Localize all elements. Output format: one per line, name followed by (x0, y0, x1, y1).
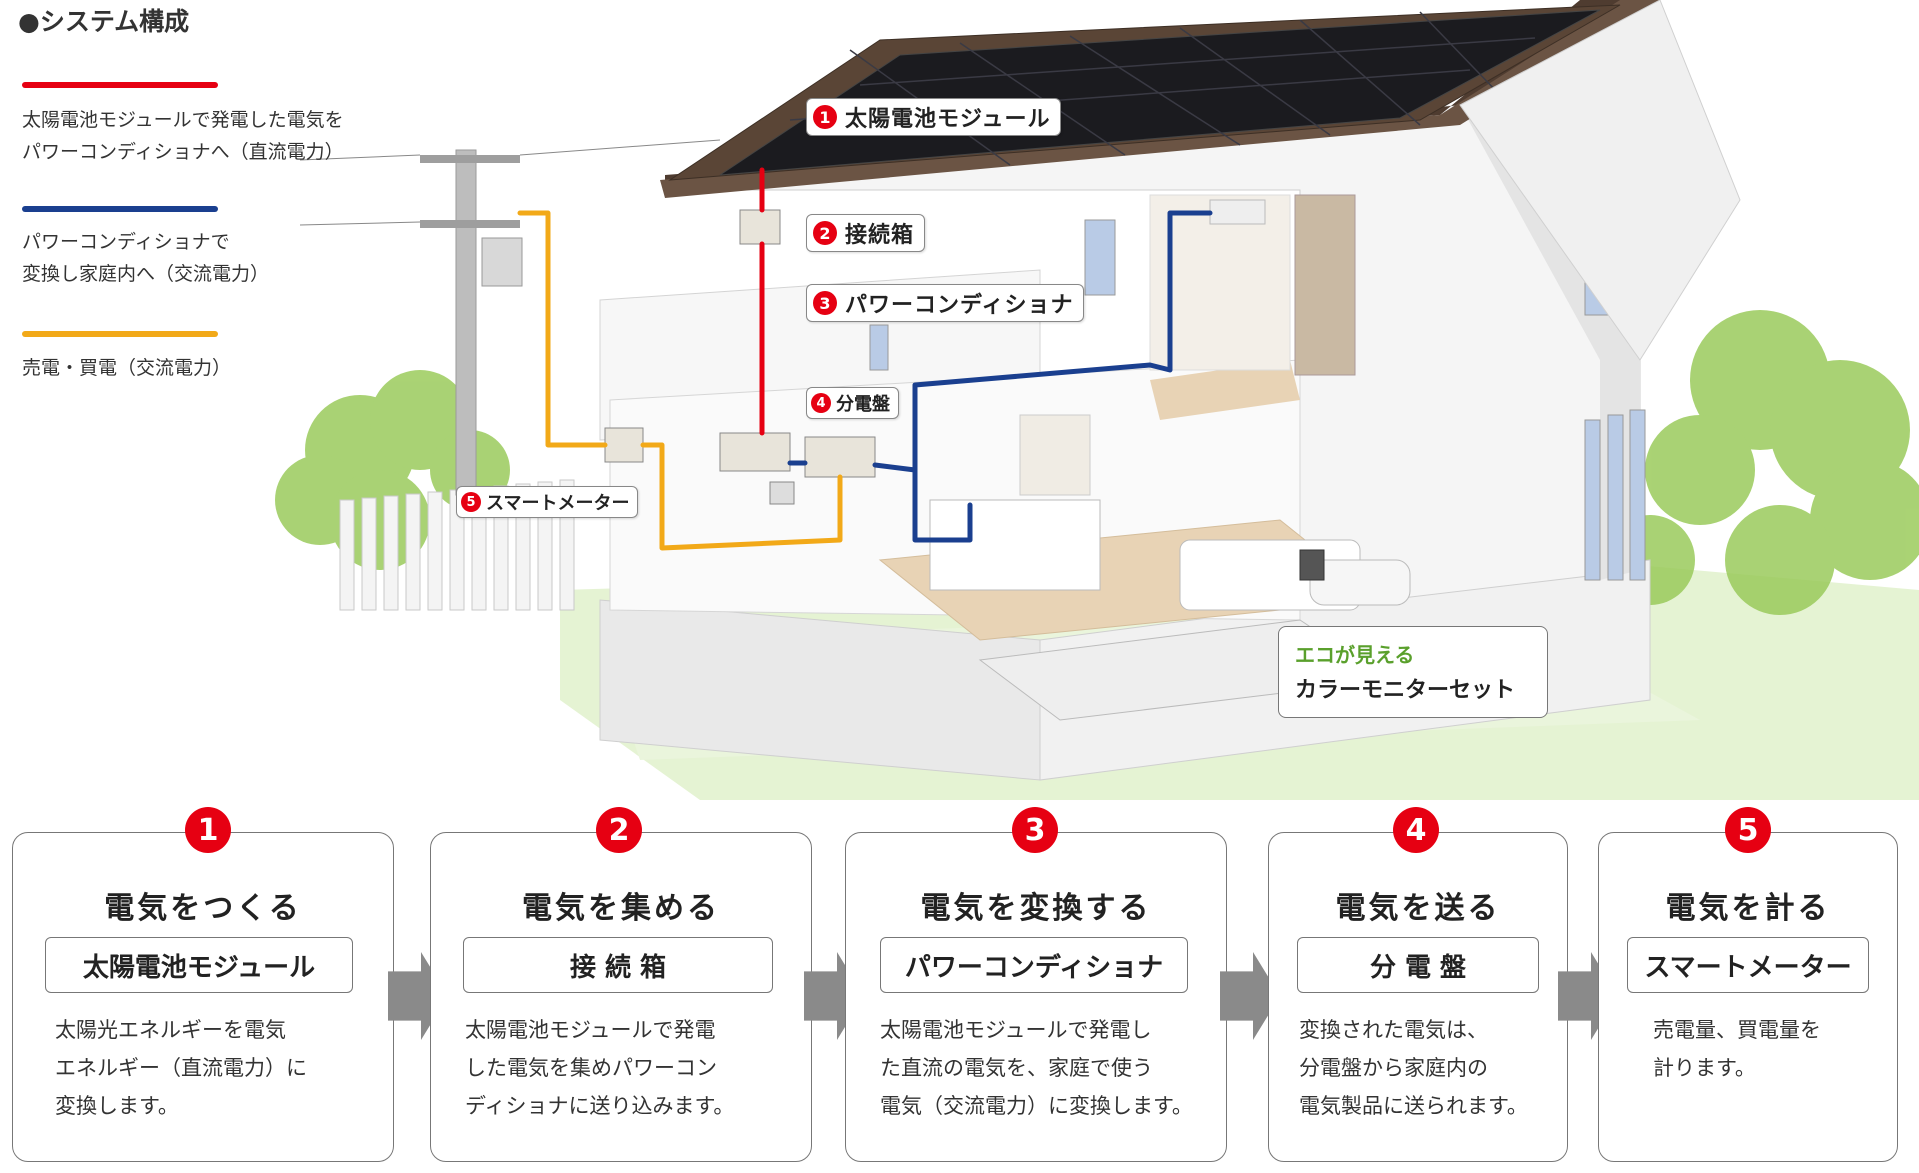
step-description-line: た直流の電気を、家庭で使う (880, 1056, 1153, 1080)
step-card-1: 電気をつくる 太陽電池モジュール 太陽光エネルギーを電気 エネルギー（直流電力）… (12, 832, 394, 1162)
callout-number-badge: 1 (813, 105, 837, 129)
step-number-badge-5: 5 (1725, 807, 1771, 853)
step-description-line: 電気（交流電力）に変換します。 (880, 1094, 1193, 1118)
callout-label: 分電盤 (836, 394, 890, 415)
legend-line-blue (22, 206, 218, 212)
color-monitor-shape (1299, 549, 1325, 581)
power-conditioner-shape (719, 432, 791, 472)
bushes-right (1605, 310, 1919, 615)
step-description-line: 売電量、買電量を (1653, 1018, 1821, 1042)
step-description: 売電量、買電量を 計ります。 (1653, 1011, 1821, 1087)
step-description: 変換された電気は、 分電盤から家庭内の 電気製品に送られます。 (1299, 1011, 1528, 1125)
step-component-box: パワーコンディショナ (880, 937, 1188, 993)
step-number-badge-3: 3 (1012, 807, 1058, 853)
step-description-line: エネルギー（直流電力）に (55, 1056, 307, 1080)
ac-wire-blue (787, 210, 1213, 543)
step-description-line: 電気製品に送られます。 (1299, 1094, 1528, 1118)
house-body (599, 104, 1651, 781)
step-number-badge-1: 1 (185, 807, 231, 853)
step-component-box: スマートメーター (1627, 937, 1869, 993)
legend-line-red (22, 82, 218, 88)
step-title: 電気をつくる (104, 891, 302, 926)
callout-number-badge: 2 (813, 221, 837, 245)
callout-color-monitor: エコが見える カラーモニターセット (1278, 626, 1548, 718)
callout-label: 太陽電池モジュール (845, 107, 1051, 132)
callout-label: パワーコンディショナ (845, 293, 1074, 318)
callout-smart-meter: 5 スマートメーター (456, 486, 639, 518)
callout-distribution-board: 4 分電盤 (806, 387, 899, 419)
junction-box-shape (739, 209, 781, 245)
step-number-badge-2: 2 (596, 807, 642, 853)
step-card-5: 電気を計る スマートメーター 売電量、買電量を 計ります。 (1598, 832, 1898, 1162)
step-description-line: した電気を集めパワーコン (465, 1056, 717, 1080)
legend-text-dc: 太陽電池モジュールで発電した電気を パワーコンディショナへ（直流電力） (22, 109, 344, 163)
step-title: 電気を変換する (920, 891, 1152, 926)
step-description-line: 太陽光エネルギーを電気 (55, 1018, 286, 1042)
utility-pole (299, 139, 721, 496)
distribution-board-shape (804, 436, 876, 478)
step-number-badge-4: 4 (1393, 807, 1439, 853)
legend-text-sale: 売電・買電（交流電力） (22, 357, 232, 379)
callout-junction-box: 2 接続箱 (806, 214, 926, 252)
step-description: 太陽電池モジュールで発電し た直流の電気を、家庭で使う 電気（交流電力）に変換し… (880, 1011, 1193, 1125)
callout-solar-module: 1 太陽電池モジュール (806, 98, 1062, 136)
step-title: 電気を集める (522, 891, 720, 926)
step-description-line: 変換します。 (55, 1094, 179, 1118)
step-component-box: 分 電 盤 (1297, 937, 1539, 993)
callout-number-badge: 5 (461, 492, 481, 512)
step-card-4: 電気を送る 分 電 盤 変換された電気は、 分電盤から家庭内の 電気製品に送られ… (1268, 832, 1568, 1162)
sale-wire-yellow (517, 210, 843, 551)
step-card-3: 電気を変換する パワーコンディショナ 太陽電池モジュールで発電し た直流の電気を… (845, 832, 1227, 1162)
step-description-line: 太陽電池モジュールで発電し (880, 1018, 1152, 1042)
step-component-box: 接 続 箱 (463, 937, 773, 993)
step-description-line: 太陽電池モジュールで発電 (465, 1018, 716, 1042)
step-description: 太陽電池モジュールで発電 した電気を集めパワーコン ディショナに送り込みます。 (465, 1011, 734, 1125)
step-description-line: 分電盤から家庭内の (1299, 1056, 1488, 1080)
legend-text-ac: パワーコンディショナで 変換し家庭内へ（交流電力） (22, 231, 270, 285)
step-title: 電気を送る (1335, 891, 1501, 926)
step-card-2: 電気を集める 接 続 箱 太陽電池モジュールで発電 した電気を集めパワーコン デ… (430, 832, 812, 1162)
callout-power-conditioner: 3 パワーコンディショナ (806, 284, 1085, 322)
wiring (517, 167, 1213, 551)
step-component-box: 太陽電池モジュール (45, 937, 353, 993)
step-description-line: 変換された電気は、 (1299, 1018, 1488, 1042)
equipment (604, 209, 1325, 581)
callout-label: 接続箱 (845, 223, 915, 248)
system-title: ●システム構成 (18, 7, 190, 36)
monitor-eco-text: エコが見える (1295, 643, 1415, 667)
step-description: 太陽光エネルギーを電気 エネルギー（直流電力）に 変換します。 (55, 1011, 307, 1125)
callout-number-badge: 3 (813, 291, 837, 315)
monitor-label: カラーモニターセット (1295, 678, 1516, 703)
callout-number-badge: 4 (811, 393, 831, 413)
step-description-line: ディショナに送り込みます。 (465, 1094, 735, 1118)
smart-meter-shape (604, 427, 644, 463)
step-title: 電気を計る (1665, 891, 1831, 926)
step-description-line: 計ります。 (1653, 1056, 1756, 1080)
callout-label: スマートメーター (486, 493, 630, 514)
legend-line-yellow (22, 331, 218, 337)
